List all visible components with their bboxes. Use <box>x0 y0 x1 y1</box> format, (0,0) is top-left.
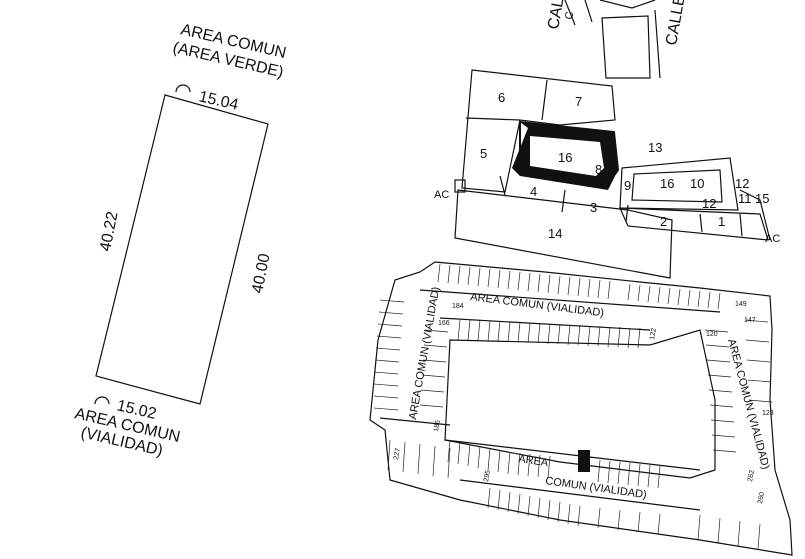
street-right-edge <box>654 9 661 79</box>
ac-label-right: AC <box>765 233 780 245</box>
lot-16-inner <box>530 136 604 176</box>
lot-hatching <box>373 263 773 550</box>
filled-lot-marker <box>578 450 590 472</box>
street-name-right: CALLE <box>663 0 689 47</box>
lot-2-label: 2 <box>660 214 667 229</box>
lot-16b-outline <box>619 157 739 211</box>
lot-147-label: 147 <box>744 317 756 324</box>
lot-12a-label: 12 <box>735 176 749 191</box>
ac-marker-left <box>454 179 466 193</box>
lot-outline <box>95 94 269 405</box>
common-area-bottom-a: AREA <box>518 453 550 469</box>
lot-122-label: 122 <box>649 328 658 341</box>
upper-block: 6 7 5 16 8 4 3 14 9 16 10 13 12 12 11 15… <box>434 69 780 279</box>
ac-label-left: AC <box>434 189 449 201</box>
lot-15-label: 15 <box>755 191 769 206</box>
lot-295-label: 295 <box>483 470 492 483</box>
common-area-top: AREA COMUN (VIALIDAD) <box>470 291 605 319</box>
lot-4-label: 4 <box>530 184 537 199</box>
lot-10-label: 10 <box>690 176 704 191</box>
lot-149-label: 149 <box>735 301 747 308</box>
lot-227-label: 227 <box>393 448 402 461</box>
lots-1-2-strip <box>619 207 769 241</box>
lot-3-label: 3 <box>590 200 597 215</box>
dimension-left: 40.22 <box>97 210 121 253</box>
lot-1-label: 1 <box>718 214 725 229</box>
common-area-left: AREA COMUN (VIALIDAD) <box>407 286 442 421</box>
dimension-right: 40.00 <box>249 252 273 295</box>
street-fragment: C <box>563 11 576 21</box>
lot-16b-inner <box>631 169 723 203</box>
lot-120-label: 120 <box>706 331 718 338</box>
lot-drawing: AREA COMUN (AREA VERDE) 15.04 40.22 40.0… <box>73 21 288 459</box>
lot-16-label: 16 <box>558 150 572 165</box>
lot-16b-label: 16 <box>660 176 674 191</box>
band-dividers <box>379 289 721 511</box>
lot-14-label: 14 <box>548 226 562 241</box>
lot-12b-label: 12 <box>702 196 716 211</box>
lot-186-label: 186 <box>433 420 442 433</box>
ring-inner-boundary <box>444 329 716 479</box>
lot-6-label: 6 <box>498 90 505 105</box>
lot-166-label: 166 <box>438 320 450 327</box>
lot-8-label: 8 <box>595 162 602 177</box>
lot-13-label: 13 <box>648 140 662 155</box>
ring-outer-boundary <box>369 261 793 556</box>
street-left-edge <box>564 0 593 26</box>
lot-ring: AREA COMUN (VIALIDAD) AREA COMUN (VIALID… <box>369 261 793 556</box>
street-top-edge <box>599 0 656 9</box>
lot-11-label: 11 <box>738 191 752 206</box>
street-block <box>601 15 651 79</box>
lot-9-label: 9 <box>624 178 631 193</box>
lot-14-outline <box>454 189 673 279</box>
streets: CALLE C CALLE <box>545 0 689 79</box>
ac-marker-right <box>739 189 771 241</box>
lot-divisions <box>465 79 548 121</box>
arc-symbol-top <box>175 84 191 93</box>
lot-260-label: 260 <box>757 492 766 505</box>
lot-5-label: 5 <box>480 146 487 161</box>
common-area-right: AREA COMUN (VIALIDAD) <box>725 338 771 471</box>
lot-262-label: 262 <box>747 470 756 483</box>
lot-123-label: 123 <box>762 410 774 417</box>
lot-184-label: 184 <box>452 303 464 310</box>
arc-symbol-bottom <box>94 396 110 405</box>
lot-7-label: 7 <box>575 94 582 109</box>
block-outline <box>461 69 616 193</box>
lots-1-2-dividers <box>699 213 743 237</box>
